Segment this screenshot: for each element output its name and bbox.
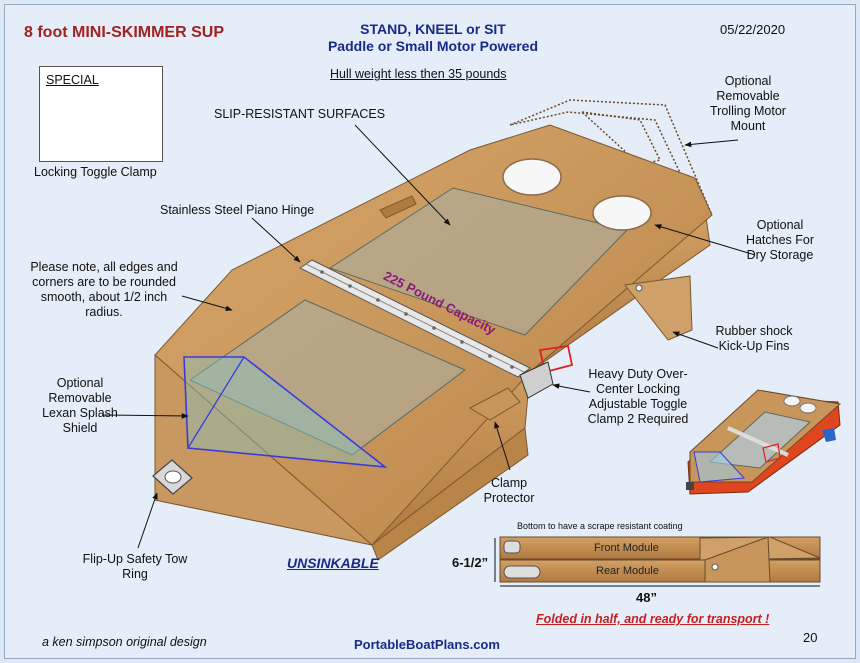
splash-shield-callout: Optional Removable Lexan Splash Shield <box>42 376 118 435</box>
fin-pivot <box>635 284 643 292</box>
piano-hinge-callout: Stainless Steel Piano Hinge <box>160 203 315 217</box>
splash-shield-edge <box>187 356 245 449</box>
author-credit: a ken simpson original design <box>42 635 207 649</box>
hull-weight-note: Hull weight less then 35 pounds <box>330 67 507 81</box>
clamp-protector-callout: Clamp Protector <box>483 476 535 505</box>
trolling-mount-callout: Optional Removable Trolling Motor Mount <box>710 74 786 133</box>
folded-note: Folded in half, and ready for transport … <box>536 612 770 626</box>
slip-panel-front <box>188 299 466 456</box>
height-dimension: 6-1/2” <box>452 555 489 570</box>
page-number: 20 <box>803 630 818 645</box>
special-label: SPECIAL <box>46 73 99 87</box>
folded-side-view <box>494 536 821 587</box>
kick-up-fin <box>624 275 693 341</box>
coating-note: Bottom to have a scrape resistant coatin… <box>517 521 683 531</box>
page-title: 8 foot MINI-SKIMMER SUP <box>24 24 224 41</box>
tow-ring <box>152 459 193 495</box>
length-dimension: 48” <box>636 590 657 605</box>
edges-note-callout: Please note, all edges and corners are t… <box>30 260 178 319</box>
subtitle-line-2: Paddle or Small Motor Powered <box>327 38 539 54</box>
tow-ring-callout: Flip-Up Safety Tow Ring <box>82 552 188 581</box>
inset-boat-view <box>686 389 842 495</box>
hull-bow <box>154 353 374 546</box>
rear-module-label: Rear Module <box>596 565 659 577</box>
hatches-callout: Optional Hatches For Dry Storage <box>745 218 815 262</box>
unsinkable-label: UNSINKABLE <box>287 555 379 571</box>
side-rail <box>379 195 417 219</box>
clamp-caption: Locking Toggle Clamp <box>34 165 157 179</box>
fins-callout: Rubber shock Kick-Up Fins <box>715 324 793 353</box>
front-module-label: Front Module <box>594 542 659 554</box>
date-label: 05/22/2020 <box>720 22 786 37</box>
clamp-protector <box>468 387 521 421</box>
slip-resistant-callout: SLIP-RESISTANT SURFACES <box>214 107 386 121</box>
callout-leaders <box>101 124 756 549</box>
subtitle-line-1: STAND, KNEEL or SIT <box>360 21 506 37</box>
toggle-clamp-callout: Heavy Duty Over-Center Locking Adjustabl… <box>587 367 689 426</box>
hatch-front <box>592 195 652 231</box>
hull-side-bottom <box>371 427 529 561</box>
hatch-rear <box>502 158 562 196</box>
special-clamp-box <box>39 66 163 162</box>
website-link[interactable]: PortableBoatPlans.com <box>354 637 500 652</box>
piano-hinge <box>299 259 531 378</box>
